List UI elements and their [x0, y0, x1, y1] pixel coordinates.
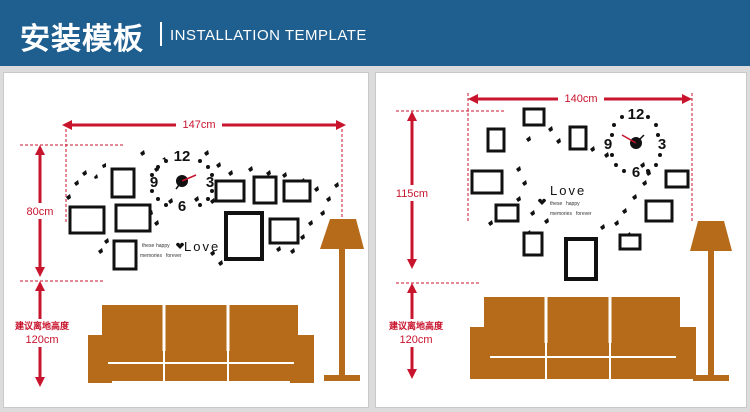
- height-dimension: 115cm: [390, 110, 506, 269]
- photo-frames: [470, 107, 690, 281]
- love-text: Love: [184, 239, 220, 254]
- height-label: 115cm: [396, 188, 428, 200]
- right-template-drawing: 140cm 115cm 建议离地高度 120cm: [386, 90, 732, 381]
- width-label: 140cm: [564, 93, 597, 105]
- right-template-panel: 140cm 115cm 建议离地高度 120cm: [375, 72, 747, 408]
- clock-number-12: 12: [174, 148, 191, 165]
- sofa: [470, 297, 696, 379]
- clock-number-12: 12: [628, 106, 645, 123]
- install-height-label-cn: 建议离地高度: [389, 320, 444, 332]
- install-height-label: 120cm: [399, 334, 432, 346]
- clock: 12 3 6 9: [604, 106, 666, 181]
- width-label: 147cm: [182, 119, 215, 131]
- love-text: Love: [550, 183, 586, 198]
- clock-number-9: 9: [150, 174, 158, 191]
- install-height-label-cn: 建议离地高度: [15, 320, 70, 332]
- small-text-these: these: [550, 201, 562, 207]
- small-text-forever: forever: [166, 253, 182, 259]
- small-text-memories: memories: [550, 211, 572, 217]
- install-height-dimension: 建议离地高度 120cm: [12, 280, 104, 387]
- install-height-label: 120cm: [25, 334, 58, 346]
- love-text-group: Love these happy memories forever: [538, 183, 592, 217]
- floor-lamp: [690, 221, 732, 381]
- photo-frames: [68, 167, 312, 271]
- small-text-forever: forever: [576, 211, 592, 217]
- small-text-happy: happy: [566, 201, 580, 207]
- small-text-memories: memories: [140, 253, 162, 259]
- small-text-happy: happy: [156, 243, 170, 249]
- height-dimension: 80cm: [20, 144, 124, 277]
- heart-icon: [538, 198, 546, 205]
- width-dimension: 140cm: [467, 90, 693, 223]
- love-text-group: Love these happy memories forever: [140, 239, 220, 259]
- heart-icon: [176, 242, 184, 249]
- clock: 12 3 6 9: [150, 148, 214, 215]
- left-template-panel: 147cm 80cm 建议离地高度 120cm: [3, 72, 369, 408]
- small-text-these: these: [142, 243, 154, 249]
- title-english: INSTALLATION TEMPLATE: [170, 27, 367, 44]
- left-template-drawing: 147cm 80cm 建议离地高度 120cm: [12, 116, 364, 387]
- sofa: [88, 305, 314, 383]
- floor-lamp: [320, 219, 364, 381]
- title-separator: [160, 22, 162, 46]
- header-banner: 安装模板 INSTALLATION TEMPLATE: [0, 0, 750, 66]
- clock-number-9: 9: [604, 136, 612, 153]
- clock-number-3: 3: [658, 136, 666, 153]
- height-label: 80cm: [27, 206, 54, 218]
- install-height-dimension: 建议离地高度 120cm: [386, 282, 480, 379]
- width-dimension: 147cm: [62, 116, 346, 223]
- clock-number-6: 6: [178, 198, 186, 215]
- clock-number-6: 6: [632, 164, 640, 181]
- title-chinese: 安装模板: [20, 22, 144, 57]
- clock-number-3: 3: [206, 174, 214, 191]
